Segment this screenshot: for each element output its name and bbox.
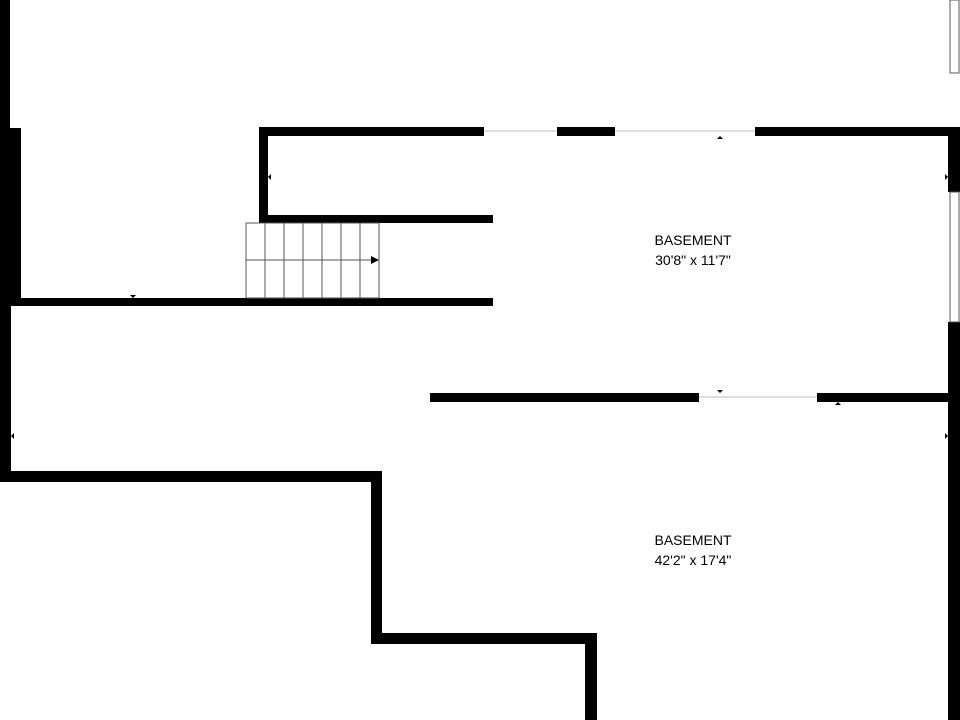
dimension-marker — [268, 174, 271, 180]
wall-left-top — [0, 0, 10, 128]
door-openings — [484, 130, 817, 398]
room-name: BASEMENT — [654, 232, 732, 248]
wall-divider-right — [817, 393, 960, 402]
stair-direction-arrow — [371, 256, 379, 264]
room-label-basement-upper: BASEMENT 30'8" x 11'7" — [633, 230, 753, 270]
wall-right-upper — [948, 127, 960, 192]
window-right-top — [949, 0, 960, 74]
staircase — [245, 222, 380, 299]
dimension-marker — [717, 390, 723, 393]
window-right-middle — [949, 191, 960, 323]
wall-right-lower — [948, 322, 960, 720]
dimension-marker — [945, 174, 948, 180]
wall-room1-top-left — [259, 127, 484, 136]
wall-stair-top — [259, 215, 493, 223]
wall-left-middle — [0, 306, 11, 481]
wall-left-thick — [0, 128, 21, 306]
wall-bottom-step-horizontal — [371, 633, 597, 644]
wall-room1-top-middle — [557, 127, 615, 136]
wall-divider-left — [430, 393, 699, 402]
wall-bottom-step-vertical — [585, 633, 597, 720]
room-dimensions: 42'2" x 17'4" — [654, 552, 732, 568]
windows — [949, 0, 960, 323]
wall-room1-top-right — [755, 127, 960, 136]
dimension-marker — [11, 433, 14, 439]
dimension-marker — [835, 402, 841, 405]
dimension-marker — [717, 136, 723, 139]
dimension-markers — [11, 136, 948, 439]
room-label-basement-lower: BASEMENT 42'2" x 17'4" — [633, 530, 753, 570]
room-dimensions: 30'8" x 11'7" — [655, 252, 731, 268]
dimension-marker — [945, 433, 948, 439]
wall-lower-step-vertical — [371, 471, 382, 644]
wall-corridor-bottom — [10, 298, 493, 306]
room-name: BASEMENT — [654, 532, 732, 548]
wall-lower-step-horizontal — [0, 471, 382, 482]
dimension-marker — [130, 295, 136, 298]
wall-stair-left — [259, 127, 268, 223]
